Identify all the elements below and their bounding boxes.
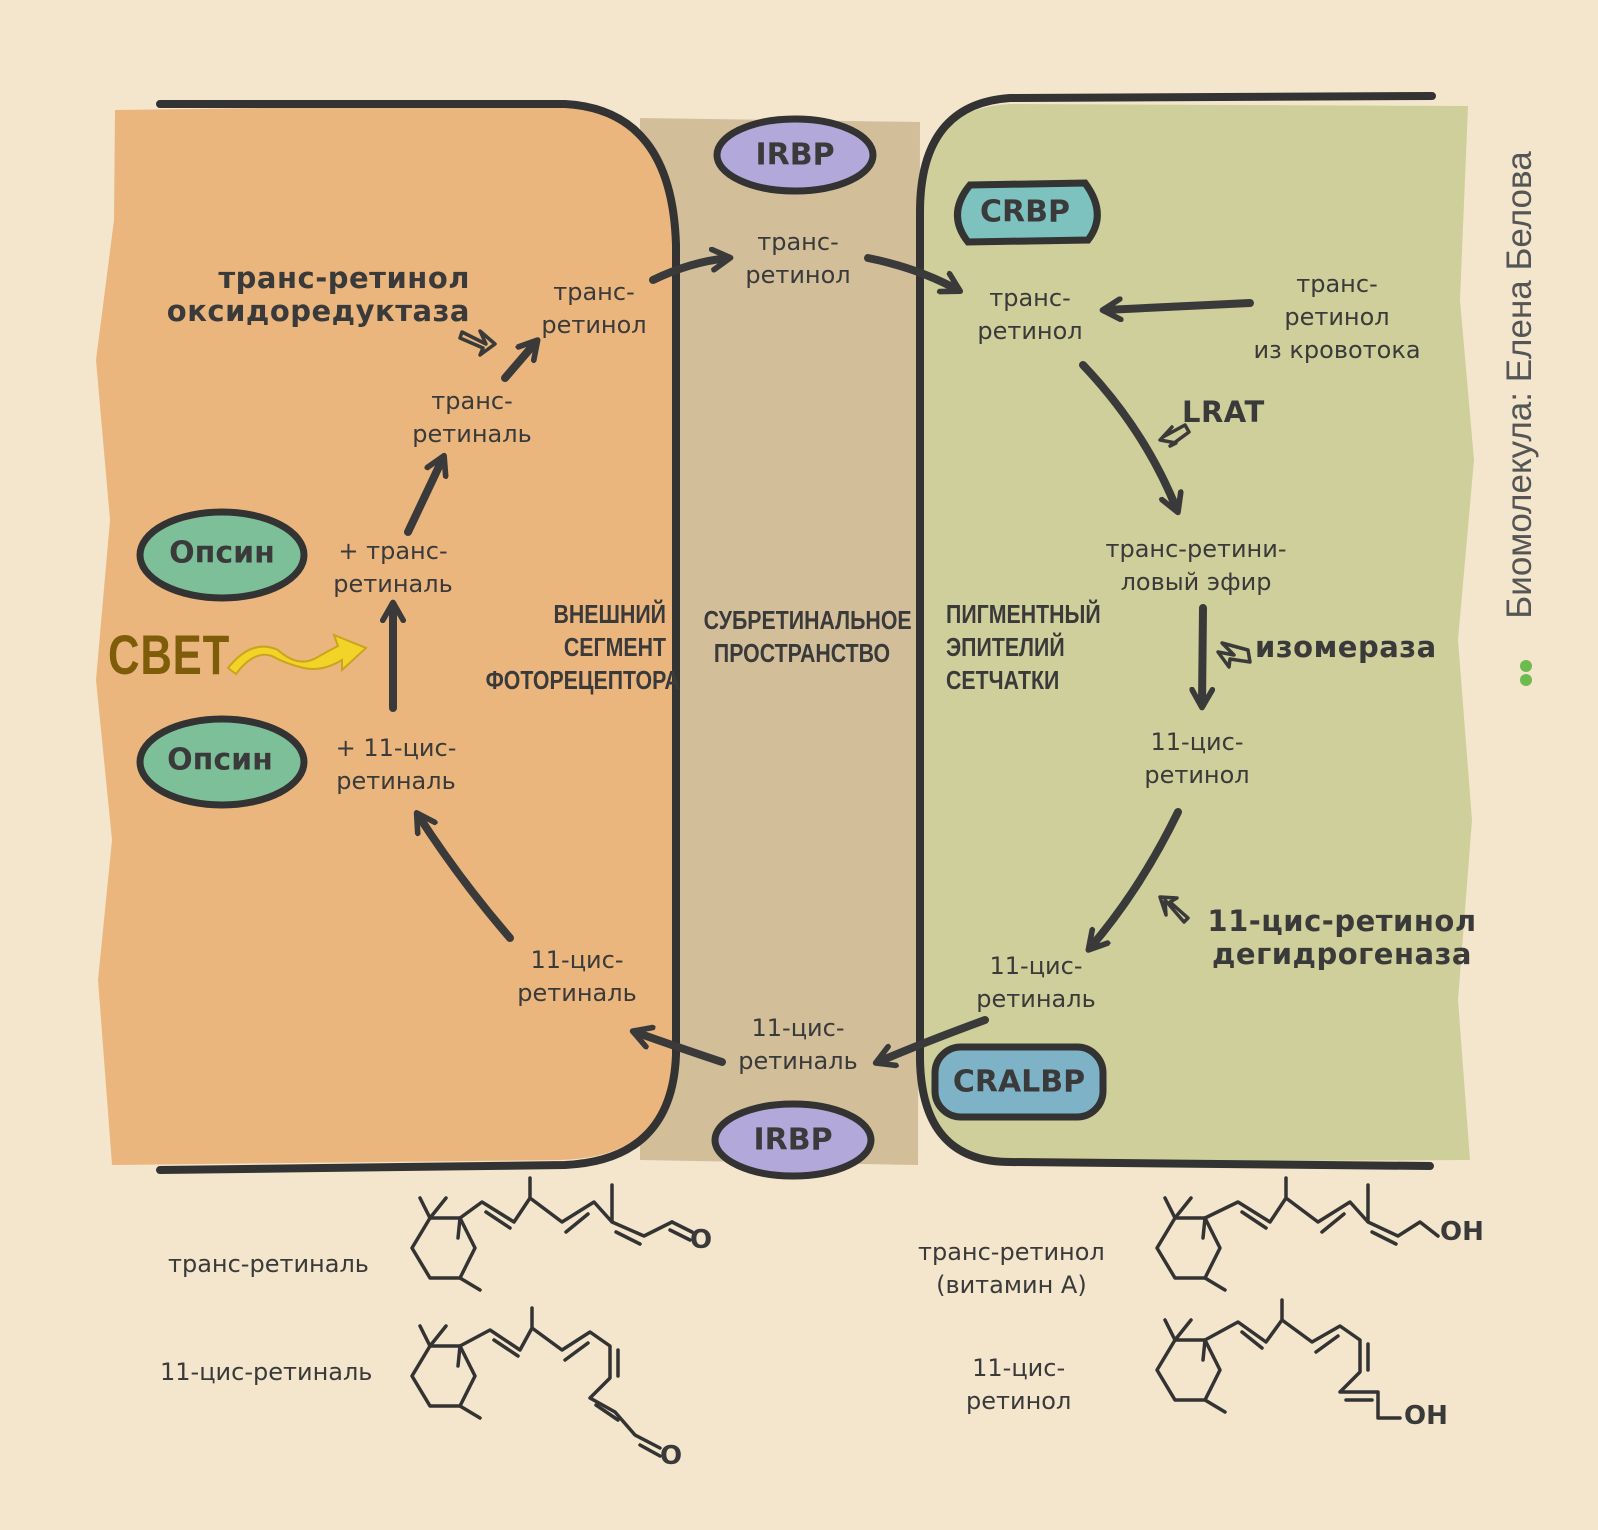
irbp-top-label: IRBP (755, 137, 835, 173)
opsin1-label: Опсин (169, 535, 275, 571)
oxidoreductase-label: транс-ретинол оксидоредуктаза (166, 261, 470, 328)
trans-retinol-label: транс-ретинол (витамин А) (918, 1238, 1105, 1299)
sub-cis-retinal: 11-цис- ретиналь (738, 1014, 858, 1075)
credit-text: Биомолекула: Елена Белова (1500, 151, 1539, 619)
credit-dot-2 (1520, 674, 1532, 686)
dehydrogenase-label: 11-цис-ретинол дегидрогеназа (1207, 904, 1477, 971)
trans-retinal-oxygen: O (690, 1225, 713, 1255)
arrow-retinal-to-retinol (501, 342, 536, 382)
subretinal-space-fill (640, 118, 920, 1165)
dehydrogenase-action-arrow (1158, 895, 1190, 924)
cis-retinol-structure (1155, 1298, 1402, 1420)
opsin2-shape (136, 715, 308, 809)
cralbp-shape (931, 1043, 1107, 1121)
photoreceptor-fill (96, 104, 672, 1165)
pr-plus-trans-retinal: + транс- ретиналь (333, 537, 453, 598)
irbp-top-shape (713, 115, 877, 195)
light-wave-arrow (226, 633, 368, 676)
lrat-action-arrow (1158, 423, 1191, 448)
pr-cis-retinal: 11-цис- ретиналь (517, 946, 637, 1007)
opsin1-shape (136, 508, 308, 602)
trans-retinol-structure (1155, 1176, 1440, 1292)
irbp-bottom-shape (711, 1100, 875, 1180)
rpe-retinyl-ester: транс-ретини- ловый эфир (1105, 535, 1287, 596)
cralbp-label: CRALBP (952, 1064, 1086, 1100)
rpe-blood-retinol: транс- ретинол из кровотока (1253, 270, 1421, 364)
trans-retinal-label: транс-ретиналь (168, 1250, 369, 1278)
cis-retinal-structure (410, 1306, 662, 1458)
cis-retinal-label: 11-цис-ретиналь (160, 1358, 373, 1386)
rpe-membrane (916, 92, 1436, 1170)
light-label: СВЕТ (108, 623, 231, 686)
lrat-label: LRAT (1182, 395, 1265, 429)
rpe-trans-retinol: транс- ретинол (977, 284, 1083, 345)
subretinal-title: СУБРЕТИНАЛЬНОЕ ПРОСТРАНСТВО (703, 605, 912, 668)
crbp-label: CRBP (980, 194, 1070, 230)
arrow-dehydrogenation (1090, 808, 1182, 948)
arrow-rpe-to-subretinal (878, 1016, 989, 1062)
oxidoreductase-action-arrow (458, 329, 497, 357)
pr-plus-cis-retinal: + 11-цис- ретиналь (335, 734, 457, 795)
photoreceptor-title: ВНЕШНИЙ СЕГМЕНТ ФОТОРЕЦЕПТОРА (485, 599, 680, 695)
rpe-fill (918, 104, 1474, 1162)
arrow-retinol-to-subretinal (649, 258, 728, 284)
isomerase-label: изомераза (1255, 630, 1437, 664)
opsin2-label: Опсин (167, 742, 273, 778)
trans-retinol-hydroxyl: OH (1440, 1217, 1484, 1247)
arrow-isomerization (1202, 604, 1203, 705)
arrow-subretinal-to-rpe (864, 254, 958, 290)
arrow-cis-retinal-to-opsin (418, 815, 514, 942)
pr-trans-retinal: транс- ретиналь (412, 387, 532, 448)
arrow-lrat-esterification (1079, 361, 1177, 510)
sub-trans-retinol: транс- ретинол (745, 228, 851, 289)
trans-retinal-structure (410, 1176, 694, 1292)
rpe-cis-retinol: 11-цис- ретинол (1144, 728, 1250, 789)
arrow-blood-retinol (1105, 303, 1254, 310)
cis-retinol-hydroxyl: OH (1404, 1401, 1448, 1431)
irbp-bottom-label: IRBP (753, 1122, 833, 1158)
rpe-cis-retinal: 11-цис- ретиналь (976, 952, 1096, 1013)
isomerase-action-arrow (1216, 641, 1252, 669)
arrow-trans-retinal-release (404, 458, 443, 536)
crbp-shape (954, 179, 1101, 246)
pr-trans-retinol: транс- ретинол (541, 278, 647, 339)
arrow-subretinal-to-photoreceptor (635, 1032, 726, 1066)
photoreceptor-membrane (156, 100, 680, 1174)
cis-retinal-oxygen: O (660, 1441, 683, 1471)
cis-retinol-label: 11-цис- ретинол (966, 1354, 1072, 1415)
credit-dot-1 (1520, 660, 1532, 672)
rpe-title: ПИГМЕНТНЫЙ ЭПИТЕЛИЙ СЕТЧАТКИ (946, 599, 1101, 695)
